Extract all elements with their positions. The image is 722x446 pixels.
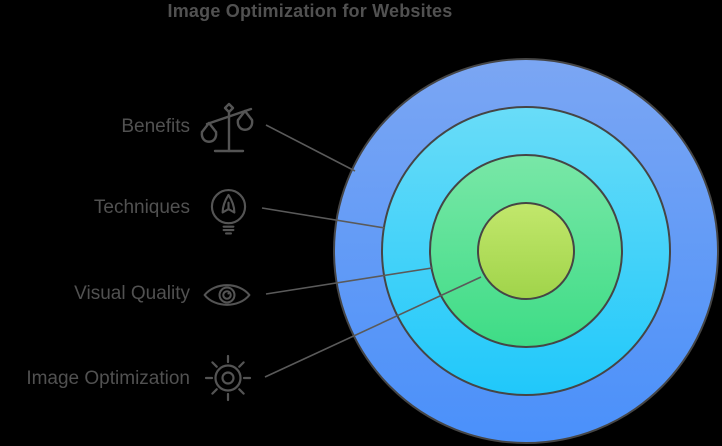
- label-visual-quality: Visual Quality: [74, 283, 190, 304]
- connector-visual-quality: [265, 267, 433, 295]
- page-title: Image Optimization for Websites: [167, 1, 453, 21]
- label-benefits: Benefits: [121, 116, 190, 137]
- label-techniques: Techniques: [93, 197, 190, 218]
- eye-icon: [203, 284, 251, 306]
- lightbulb-icon: [210, 189, 247, 235]
- connector-image-optimization: [264, 276, 482, 378]
- connector-benefits: [265, 124, 356, 172]
- scale-icon: [200, 102, 254, 153]
- ring-image-optimization: [477, 202, 575, 300]
- connector-techniques: [261, 207, 386, 229]
- label-image-optimization: Image Optimization: [26, 368, 190, 389]
- sun-icon: [204, 354, 252, 402]
